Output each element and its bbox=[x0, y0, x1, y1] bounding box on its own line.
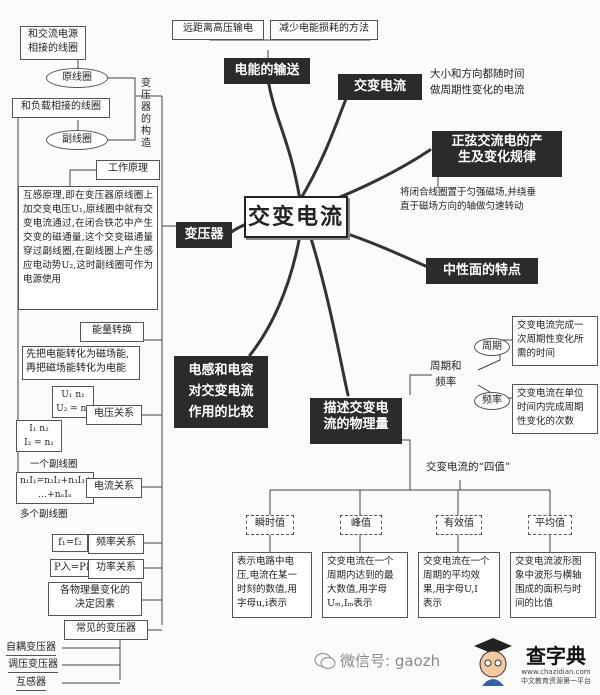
wechat-watermark: 微信号: gaozh bbox=[340, 652, 441, 670]
power-formula: P入=P出 bbox=[50, 559, 96, 577]
multi-secondary-label: 多个副线圈 bbox=[20, 509, 68, 520]
secondary-coil-note: 和负载相接的线圈 bbox=[12, 98, 110, 118]
average-definition: 交变电流波形图象中波形与横轴围成的面积与时间的比值 bbox=[510, 552, 596, 618]
primary-coil-note: 和交流电源相接的线圈 bbox=[20, 26, 86, 60]
center-title: 交变电流 bbox=[244, 196, 348, 238]
instantaneous-value-box: 瞬时值 bbox=[246, 515, 294, 535]
deciding-factors-box: 各物理量变化的决定因素 bbox=[48, 582, 142, 616]
working-principle-text: 互感原理,即在变压器原线圈上加交变电压U₁,原线圈中就有交变电流通过,在闭合铁芯… bbox=[18, 186, 158, 310]
four-values-label: 交变电流的“四值” bbox=[426, 461, 511, 473]
period-definition: 交变电流完成一次周期性变化所需的时间 bbox=[512, 316, 598, 366]
period-oval: 周期 bbox=[474, 338, 510, 356]
transformer-structure-label: 变压器的构造 bbox=[141, 78, 151, 149]
primary-coil-oval: 原线圈 bbox=[46, 68, 108, 88]
effective-value-box: 有效值 bbox=[436, 515, 482, 535]
logo-mascot-icon bbox=[472, 636, 514, 688]
multi-secondary-formula: n₁I₁=n₂I₂+n₃I₃+…+nₙIₙ bbox=[16, 472, 94, 504]
secondary-coil-oval: 副线圈 bbox=[46, 130, 108, 150]
logo-text: 查字典 www.chazidian.com 中文教育资源第一平台 bbox=[521, 644, 591, 685]
neutral-plane-node: 中性面的特点 bbox=[426, 258, 538, 284]
lc-comparison-node: 电感和电容对交变电流作用的比较 bbox=[174, 356, 268, 428]
wechat-icon bbox=[314, 652, 336, 670]
voltage-relation-box: 电压关系 bbox=[86, 405, 142, 425]
frequency-oval: 频率 bbox=[474, 392, 510, 410]
instrument-transformer-label: 互感器 bbox=[16, 676, 46, 691]
transmission-node: 电能的输送 bbox=[224, 58, 310, 84]
variac-label: 调压变压器 bbox=[8, 658, 58, 673]
ac-definition: 大小和方向都随时间做周期性变化的电流 bbox=[430, 68, 525, 96]
sine-ac-node: 正弦交流电的产生及变化规律 bbox=[432, 131, 562, 177]
reduce-loss-box: 减少电能损耗的方法 bbox=[270, 20, 378, 40]
peak-value-box: 峰值 bbox=[340, 515, 382, 535]
instantaneous-definition: 表示电路中电压,电流在某一时刻的数值,用字母u,i表示 bbox=[232, 552, 312, 618]
energy-conversion-text: 先把电能转化为磁场能,再把磁场能转化为电能 bbox=[22, 346, 140, 380]
frequency-formula: f₁=f₂ bbox=[52, 534, 88, 552]
sine-ac-description: 将闭合线圈置于匀强磁场,并绕垂直于磁场方向的轴做匀速转动 bbox=[400, 187, 537, 212]
hv-transmission-box: 远距离高压输电 bbox=[172, 20, 264, 40]
energy-conversion-box: 能量转换 bbox=[80, 322, 144, 342]
one-secondary-label: 一个副线圈 bbox=[30, 459, 78, 470]
frequency-definition: 交变电流在单位时间内完成周期性变化的次数 bbox=[512, 384, 598, 434]
ac-node: 交变电流 bbox=[338, 74, 422, 100]
autotransformer-label: 自耦变压器 bbox=[6, 641, 56, 656]
physical-quantities-node: 描述交变电流的物理量 bbox=[310, 398, 402, 444]
power-relation-box: 功率关系 bbox=[88, 559, 144, 579]
common-transformers-box: 常见的变压器 bbox=[64, 620, 148, 640]
transformer-node: 变压器 bbox=[176, 222, 232, 248]
current-relation-box: 电流关系 bbox=[86, 478, 142, 498]
period-frequency-label: 周期和频率 bbox=[430, 360, 462, 388]
frequency-relation-box: 频率关系 bbox=[88, 534, 144, 554]
average-value-box: 平均值 bbox=[528, 515, 572, 535]
working-principle-box: 工作原理 bbox=[96, 160, 160, 180]
